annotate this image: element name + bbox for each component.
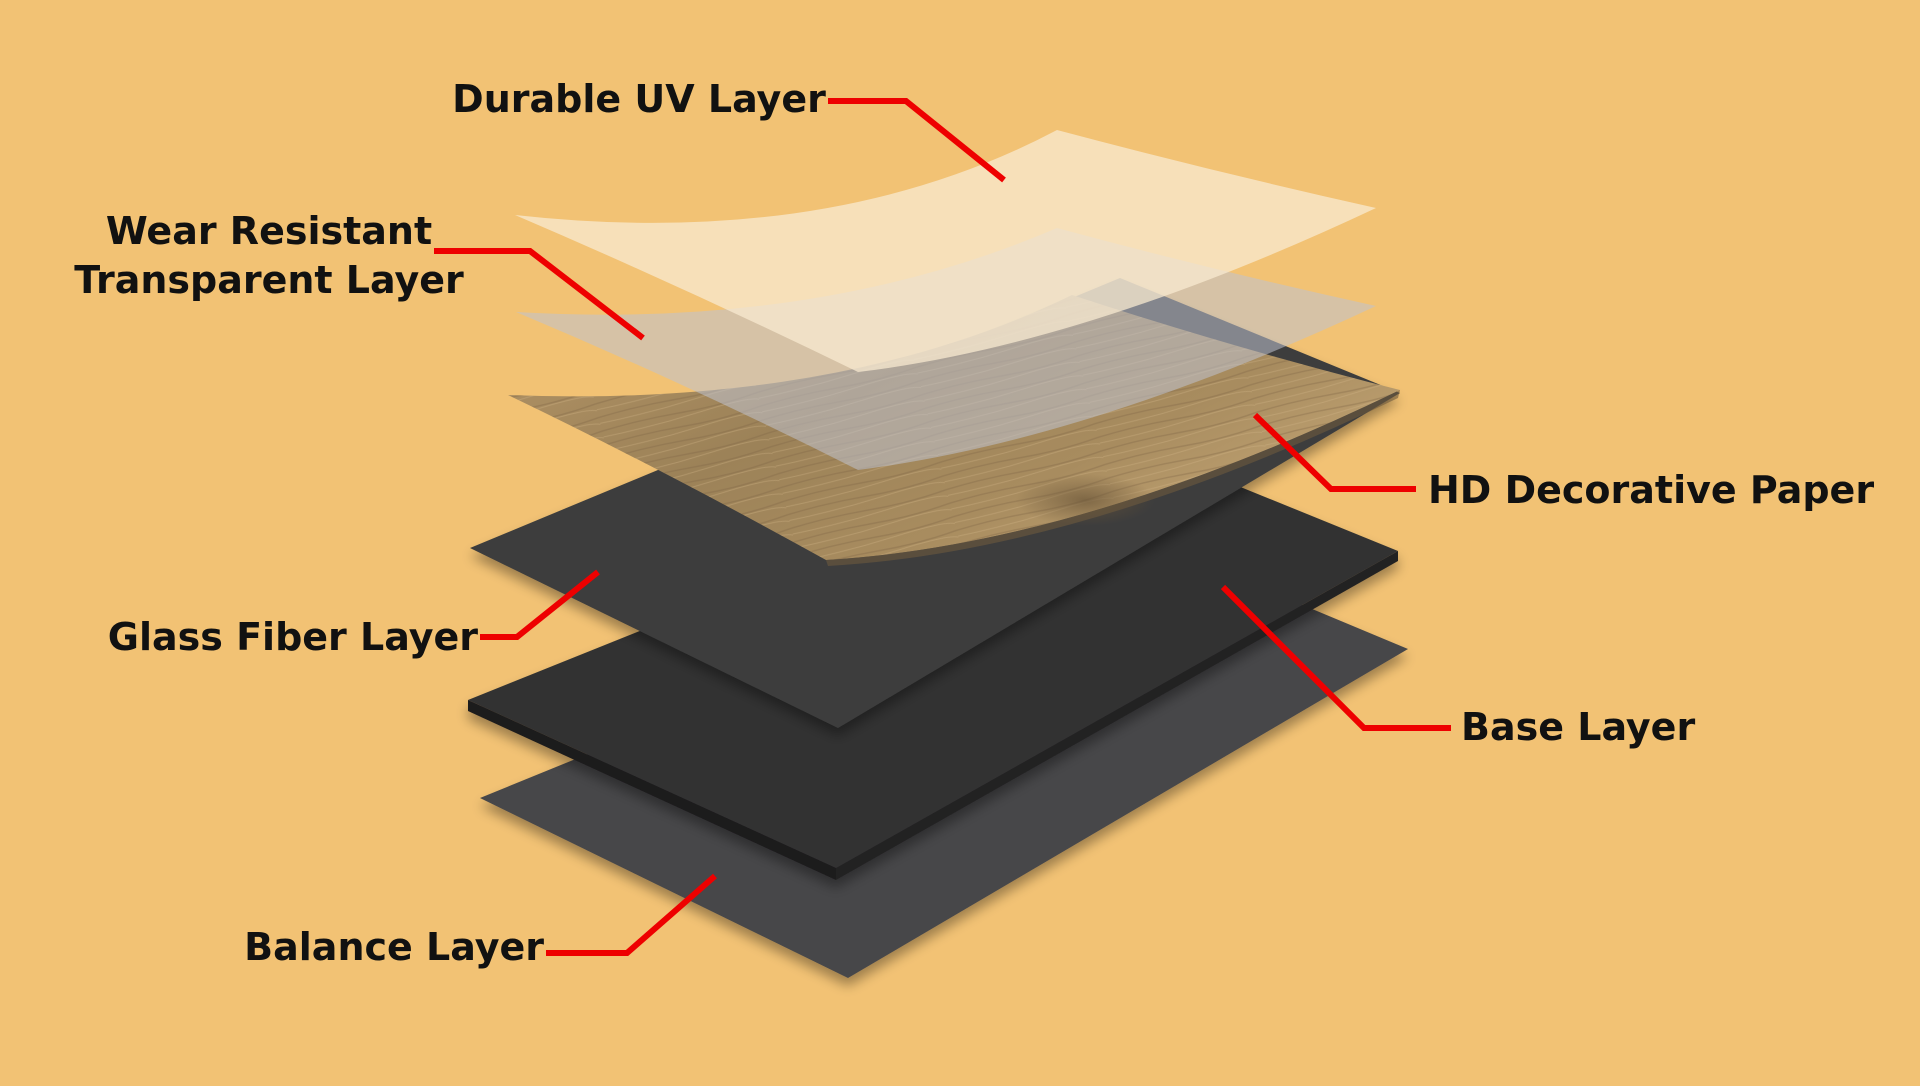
durable-uv-layer-sheet — [515, 130, 1376, 372]
wear-resistant-label-line1: Wear Resistant — [105, 209, 433, 253]
durable-uv-leader-line — [828, 98, 1006, 183]
wear-resistant-label-line2: Transparent Layer — [74, 258, 464, 302]
balance-layer-label: Balance Layer — [244, 925, 544, 969]
wear-resistant-leader-line — [434, 248, 645, 341]
glass-fiber-layer-label: Glass Fiber Layer — [107, 615, 478, 659]
balance-leader-line — [546, 873, 717, 956]
hd-decorative-paper-label: HD Decorative Paper — [1428, 468, 1875, 512]
glass-fiber-leader-line — [480, 569, 600, 640]
durable-uv-layer-label: Durable UV Layer — [452, 77, 826, 121]
base-leader-line — [1220, 584, 1451, 731]
hd-decorative-leader-line — [1252, 412, 1416, 492]
base-layer-label: Base Layer — [1461, 705, 1696, 749]
